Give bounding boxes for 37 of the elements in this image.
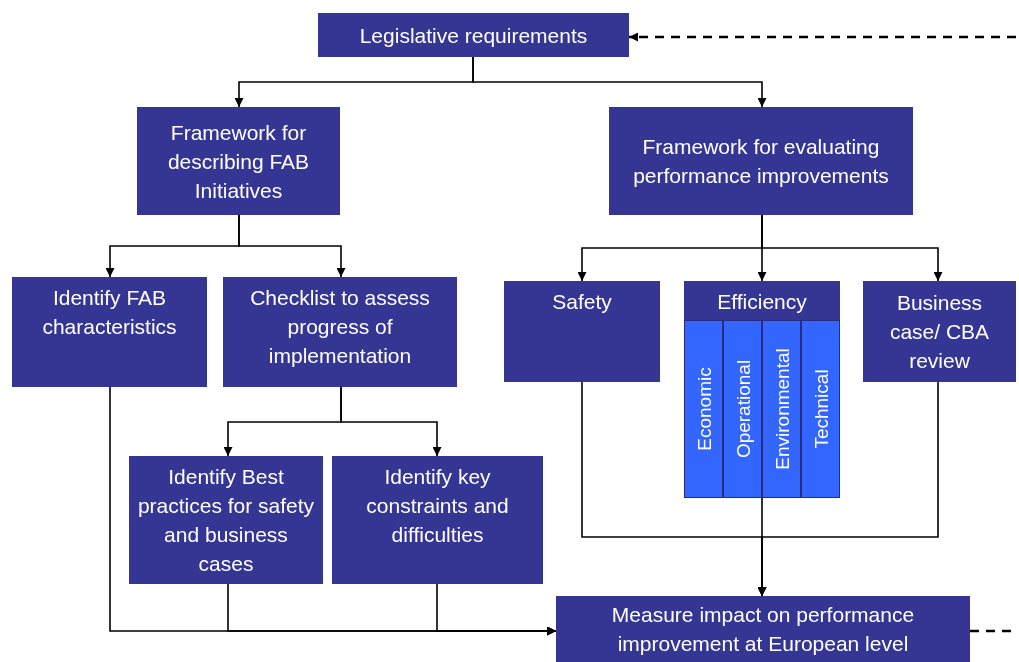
category-label: Economic: [692, 367, 715, 451]
box-label: Business case/ CBA review: [888, 290, 991, 374]
box-label: Checklist to assess progress of implementation: [249, 285, 431, 369]
category-label: Technical: [809, 369, 832, 449]
box-label: Framework for describing FAB Initiatives: [166, 119, 311, 204]
box-label: Identify FAB characteristics: [41, 285, 178, 340]
arrow: [757, 381, 939, 597]
box-label: Framework for evaluating performance improvements: [632, 134, 890, 189]
category-box: [723, 320, 762, 498]
category-box: [762, 320, 801, 498]
box-label: Safety: [551, 289, 613, 315]
category-label: Environmental: [770, 348, 793, 470]
process-box: [609, 107, 913, 215]
box-label: Measure impact on performance improvement at European level: [610, 602, 916, 657]
process-box: [556, 596, 970, 662]
box-label: Identify key constraints and difficulties: [365, 464, 510, 548]
process-box: [223, 277, 457, 387]
category-box: [801, 320, 840, 498]
arrow: [340, 386, 442, 457]
process-box: [504, 281, 660, 382]
process-box: [12, 277, 207, 387]
arrow: [472, 56, 767, 108]
arrow: [436, 583, 557, 636]
process-box: [332, 456, 543, 584]
process-box: [318, 13, 629, 57]
category-box: [684, 320, 723, 498]
box-label: Efficiency: [716, 289, 808, 315]
box-label: Identify Best practices for safety and business cases: [136, 464, 316, 577]
arrow: [238, 214, 346, 278]
process-box: [129, 456, 323, 584]
arrow: [761, 214, 943, 282]
box-label: Legislative requirements: [358, 22, 589, 49]
process-box: [137, 107, 340, 215]
category-label: Operational: [731, 359, 755, 459]
feedback-arrow: [629, 32, 1016, 42]
process-box: [684, 281, 840, 498]
process-box: [863, 281, 1016, 382]
